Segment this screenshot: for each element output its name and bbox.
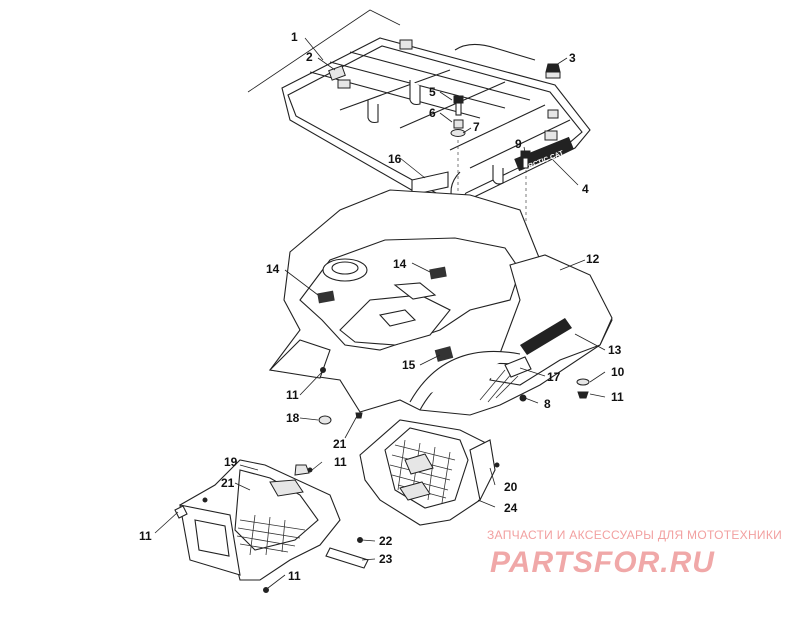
callout-12: 12 xyxy=(586,252,600,266)
callout-20: 20 xyxy=(504,480,518,494)
callout-15: 15 xyxy=(402,358,416,372)
callout-11a: 11 xyxy=(611,390,624,404)
callout-6: 6 xyxy=(429,106,436,120)
callout-11c: 11 xyxy=(334,455,347,469)
callout-3: 3 xyxy=(569,51,576,65)
callout-14b: 14 xyxy=(393,257,407,271)
callout-4: 4 xyxy=(582,182,589,196)
callout-5: 5 xyxy=(429,85,436,99)
callout-9: 9 xyxy=(515,137,522,151)
callout-21a: 21 xyxy=(333,437,347,451)
callout-labels: 1 2 3 4 5 6 7 9 16 12 14 14 13 15 17 10 … xyxy=(139,30,625,583)
callout-24: 24 xyxy=(504,501,518,515)
callout-21b: 21 xyxy=(221,476,235,490)
leader-lines xyxy=(154,57,606,589)
footwell-right xyxy=(359,419,500,526)
callout-13: 13 xyxy=(608,343,622,357)
callout-7: 7 xyxy=(473,120,480,134)
decal-16 xyxy=(411,171,449,196)
watermark-tagline: ЗАПЧАСТИ И АКСЕССУАРЫ ДЛЯ МОТОТЕХНИКИ xyxy=(487,528,782,542)
watermark-logo: PARTSFOR.RU xyxy=(490,546,715,579)
callout-11b: 11 xyxy=(286,388,299,402)
footwell-left xyxy=(174,459,369,593)
callout-18: 18 xyxy=(286,411,300,425)
callout-19: 19 xyxy=(224,455,238,469)
callout-1: 1 xyxy=(291,30,298,44)
callout-2: 2 xyxy=(306,50,313,64)
callout-16: 16 xyxy=(388,152,402,166)
rear-fender: ARCTIC CAT xyxy=(268,189,613,425)
callout-23: 23 xyxy=(379,552,393,566)
watermark: ЗАПЧАСТИ И АКСЕССУАРЫ ДЛЯ МОТОТЕХНИКИ PA… xyxy=(487,528,782,579)
callout-11d: 11 xyxy=(139,529,152,543)
callout-17: 17 xyxy=(547,370,561,384)
callout-14a: 14 xyxy=(266,262,280,276)
rear-rack: ARCTIC CAT xyxy=(247,9,591,218)
callout-11e: 11 xyxy=(288,569,301,583)
callout-10: 10 xyxy=(611,365,625,379)
callout-8: 8 xyxy=(544,397,551,411)
callout-22: 22 xyxy=(379,534,393,548)
